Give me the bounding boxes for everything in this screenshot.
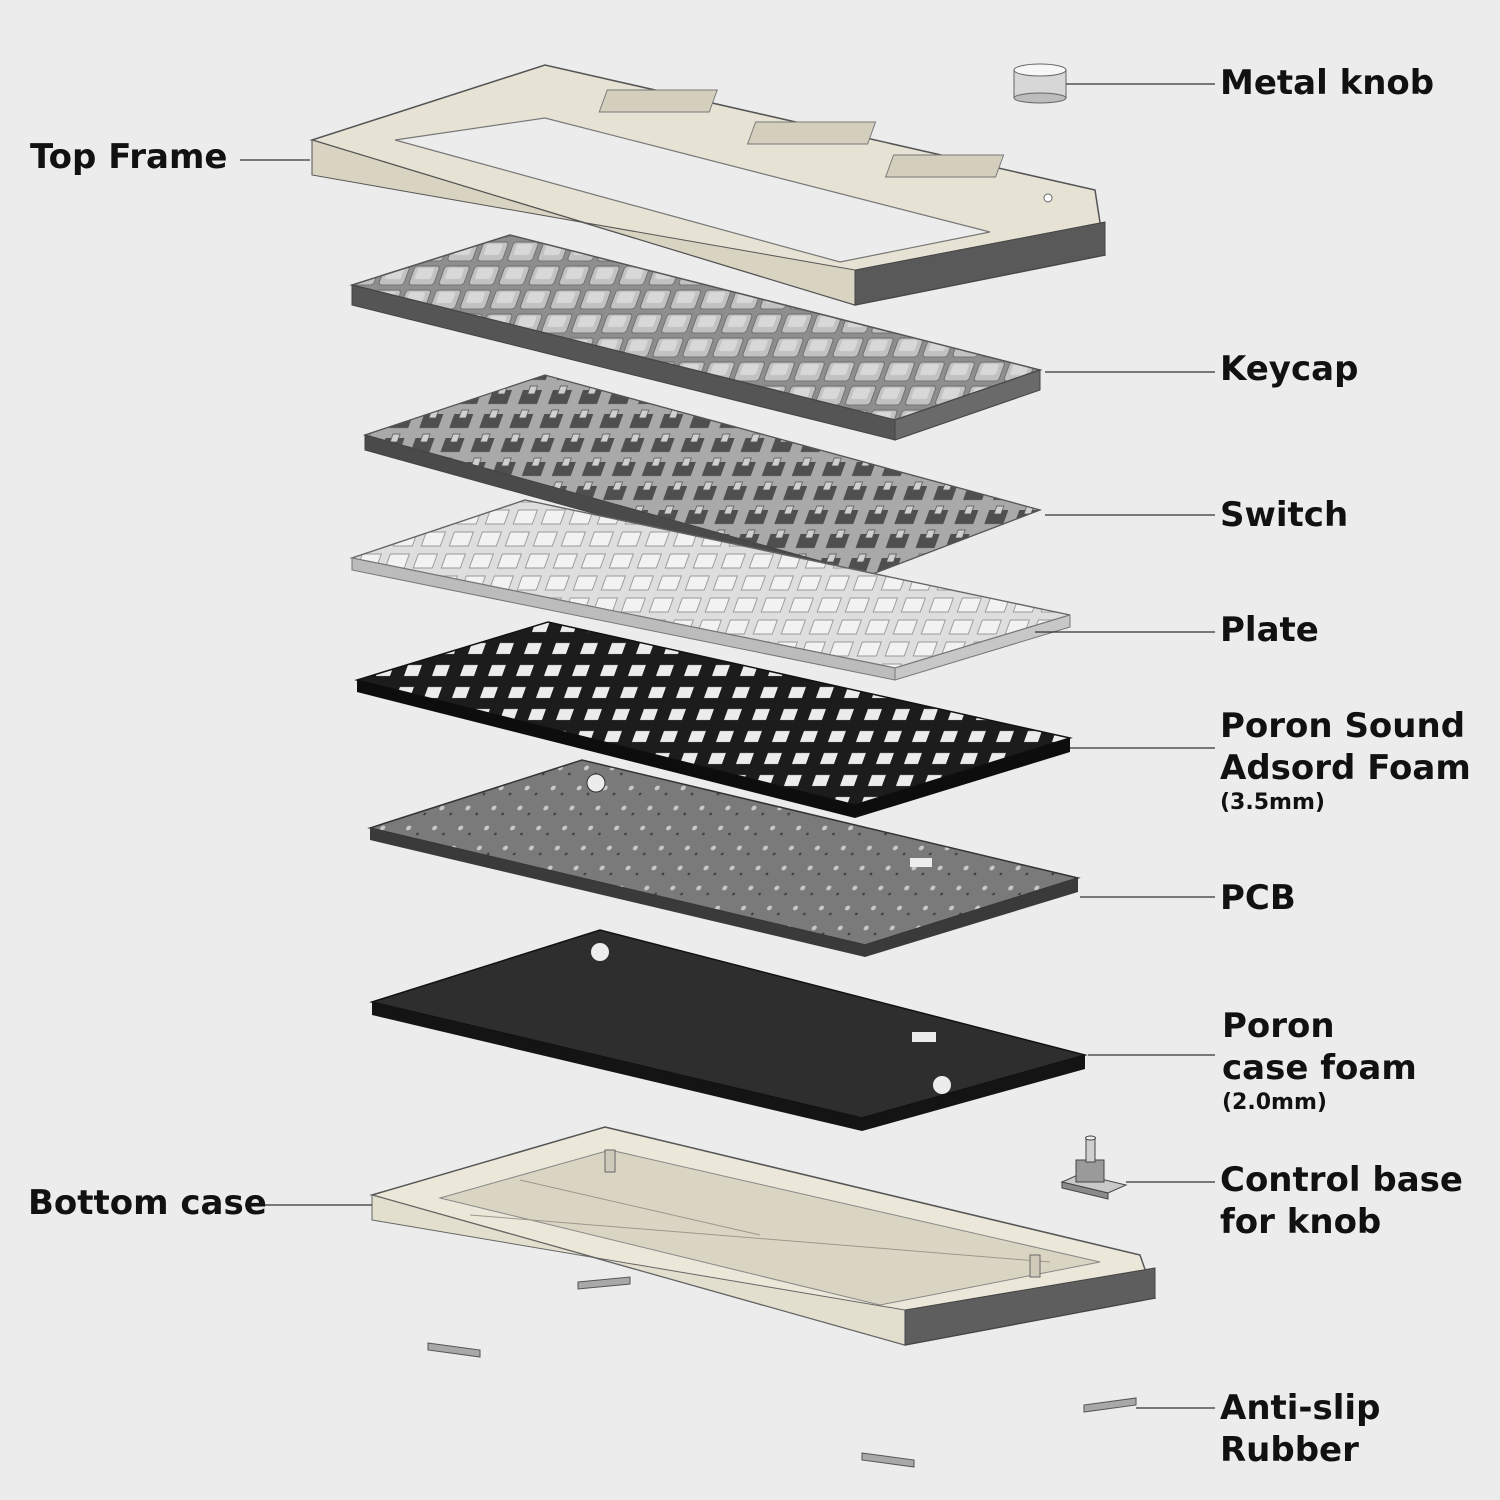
anti-slip-line2: Rubber <box>1220 1430 1359 1470</box>
metal-knob-label: Metal knob <box>1220 63 1435 103</box>
control-base-part <box>1060 1135 1128 1200</box>
anti-slip-rubber-label: Anti-slip Rubber <box>1220 1387 1380 1471</box>
keycap-label: Keycap <box>1220 349 1359 389</box>
poron-case-thickness: (2.0mm) <box>1222 1090 1327 1115</box>
keycap-part <box>349 234 1043 441</box>
pcb-part <box>367 759 1081 957</box>
control-base-line2: for knob <box>1220 1202 1382 1242</box>
switch-label: Switch <box>1220 495 1349 535</box>
leader-lines <box>240 83 1215 1409</box>
poron-case-line2: case foam <box>1222 1048 1417 1088</box>
metal-knob-part <box>1013 63 1067 104</box>
anti-slip-line1: Anti-slip <box>1220 1388 1381 1428</box>
top-frame-part <box>309 64 1106 306</box>
plate-label: Plate <box>1220 610 1319 650</box>
bottom-case-label: Bottom case <box>28 1183 267 1223</box>
poron-case-foam-label: Poron case foam (2.0mm) <box>1222 1005 1417 1117</box>
control-base-line1: Control base <box>1220 1160 1463 1200</box>
poron-case-line1: Poron <box>1222 1006 1335 1046</box>
poron-sound-thickness: (3.5mm) <box>1220 790 1325 815</box>
poron-sound-line1: Poron Sound <box>1220 706 1466 746</box>
plate-part <box>349 499 1071 681</box>
poron-sound-foam-part <box>354 621 1073 818</box>
anti-slip-rubber-part <box>427 1276 1137 1468</box>
bottom-case-part <box>369 1126 1156 1346</box>
top-frame-label: Top Frame <box>30 137 228 177</box>
poron-sound-line2: Adsord Foam <box>1220 748 1471 788</box>
pcb-label: PCB <box>1220 878 1296 918</box>
poron-sound-foam-label: Poron Sound Adsord Foam (3.5mm) <box>1220 705 1471 817</box>
control-base-label: Control base for knob <box>1220 1159 1463 1243</box>
poron-case-foam-part <box>369 929 1088 1131</box>
